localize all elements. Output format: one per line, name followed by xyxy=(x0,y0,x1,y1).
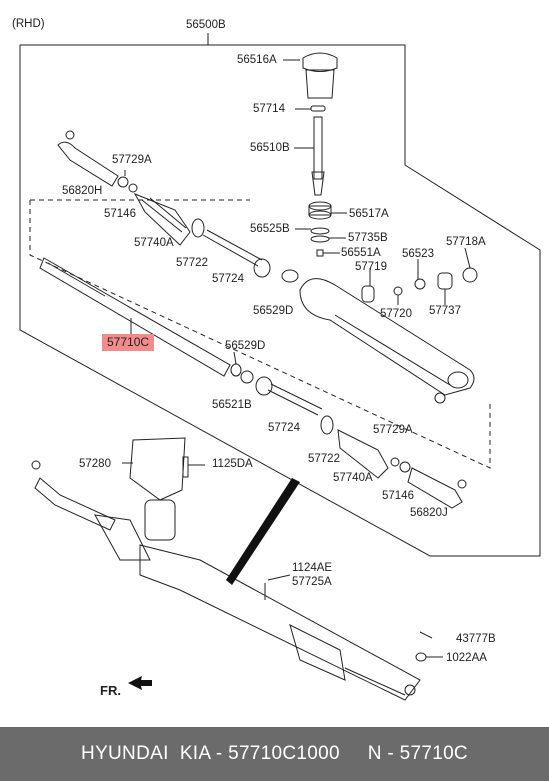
parts-diagram: (RHD) 56500B 56516A 57714 56510B 56517A … xyxy=(12,18,541,701)
boot-57740A-lower xyxy=(337,429,389,479)
pinion-housing-top xyxy=(305,69,335,99)
part-label-43777B: 43777B xyxy=(456,633,496,645)
section-divider-stroke xyxy=(226,478,300,585)
part-label-57740A-top: 57740A xyxy=(134,237,174,249)
part-label-57735B: 57735B xyxy=(348,232,388,244)
part-label-57722-bot: 57722 xyxy=(308,453,340,465)
part-label-57725A: 57725A xyxy=(292,576,332,588)
part-label-57720: 57720 xyxy=(380,308,412,320)
pinion-cap xyxy=(302,52,338,72)
tie-rod-end-56820H xyxy=(57,141,119,187)
part-label-57737: 57737 xyxy=(429,305,461,317)
footer-caption: HYUNDAI KIA - 57710C1000 N - 57710C xyxy=(0,727,549,781)
part-label-57722-top: 57722 xyxy=(176,257,208,269)
part-label-56529D-top: 56529D xyxy=(253,305,294,317)
part-label-1124AE: 1124AE xyxy=(292,562,333,574)
part-label-56500B: 56500B xyxy=(186,19,226,31)
pinion-shaft xyxy=(313,116,323,180)
part-label-57740A-bot: 57740A xyxy=(333,472,373,484)
assembly-outline xyxy=(19,44,541,557)
part-label-57710C-highlighted: 57710C xyxy=(102,334,155,351)
part-label-56510B: 56510B xyxy=(250,142,290,154)
rack-housing-upper xyxy=(299,278,475,396)
variant-label: (RHD) xyxy=(12,18,45,30)
bracket-57280 xyxy=(129,437,186,501)
part-label-56521B: 56521B xyxy=(212,399,252,411)
seal-57714 xyxy=(310,105,326,112)
part-label-57714: 57714 xyxy=(253,103,285,115)
part-label-56523: 56523 xyxy=(402,248,434,260)
part-label-56820J: 56820J xyxy=(410,507,448,519)
part-label-57729A-top: 57729A xyxy=(112,154,152,166)
part-label-57718A: 57718A xyxy=(446,236,486,248)
part-label-56525B: 56525B xyxy=(250,223,290,235)
part-label-1022AA: 1022AA xyxy=(446,652,487,664)
yoke-plug-57737 xyxy=(437,272,453,290)
rack-bar-57710C xyxy=(39,257,231,377)
part-label-57146-top: 57146 xyxy=(104,208,136,220)
part-label-56529D-mid: 56529D xyxy=(225,340,266,352)
front-direction-arrow xyxy=(128,676,152,690)
part-label-57146-bot: 57146 xyxy=(382,490,414,502)
front-direction-label: FR. xyxy=(100,683,121,698)
part-label-57280: 57280 xyxy=(79,458,111,470)
boot-right xyxy=(289,624,346,681)
part-label-57724-bot: 57724 xyxy=(268,422,300,434)
rack-dashed-outline xyxy=(29,200,491,469)
part-label-1125DA: 1125DA xyxy=(212,458,253,470)
part-label-56516A: 56516A xyxy=(237,54,277,66)
exploded-view-drawing xyxy=(19,33,541,701)
part-label-56517A: 56517A xyxy=(349,208,389,220)
part-label-56551A: 56551A xyxy=(341,247,381,259)
part-label-57724-top: 57724 xyxy=(212,273,244,285)
rack-housing-assembled xyxy=(139,544,421,701)
part-label-57719: 57719 xyxy=(355,261,387,273)
part-label-57729A-bot: 57729A xyxy=(373,424,413,436)
boot-57740A-upper xyxy=(133,193,191,246)
tie-rod-left xyxy=(34,477,116,531)
pinion-housing-assembled xyxy=(144,499,176,541)
tie-rod-end-56820J xyxy=(407,467,463,509)
boot-left xyxy=(94,514,151,561)
part-label-56820H: 56820H xyxy=(62,185,103,197)
yoke-57719 xyxy=(361,285,375,303)
